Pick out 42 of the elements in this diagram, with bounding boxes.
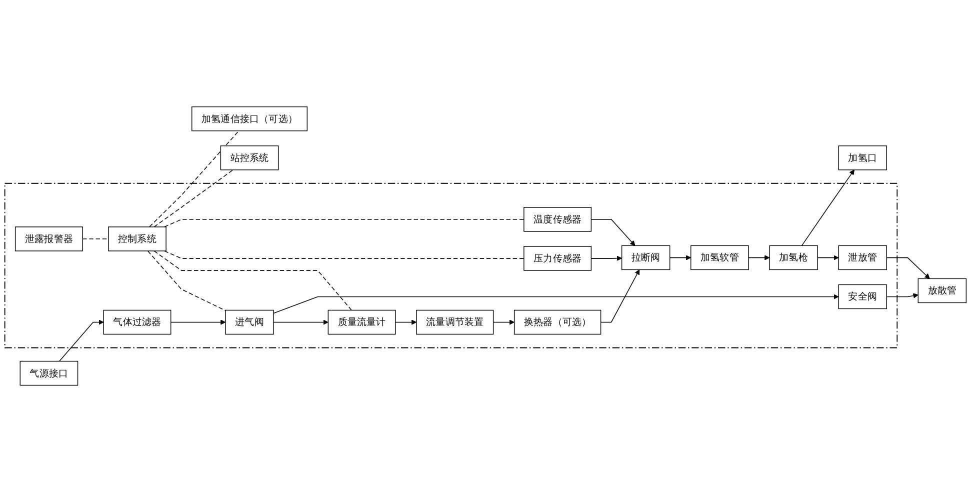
connector	[149, 130, 240, 228]
node-box: 拉断阀	[621, 246, 670, 270]
arrow	[273, 320, 328, 326]
node-box: 加氢软管	[690, 246, 749, 270]
node-box: 换热器（可选）	[514, 310, 602, 336]
node-box: 安全阀	[838, 284, 887, 310]
node-box: 放散管	[918, 278, 967, 304]
arrow	[669, 255, 692, 261]
arrow	[590, 219, 636, 246]
node-box: 质量流量计	[328, 310, 396, 336]
arrow	[801, 170, 854, 246]
arrow	[817, 255, 839, 261]
node-box: 气源接口	[20, 361, 78, 386]
arrow	[170, 320, 226, 326]
node-box: 站控系统	[220, 146, 279, 171]
cluster	[4, 183, 898, 349]
node-box: 泄露报警器	[14, 226, 83, 252]
connector	[147, 250, 226, 312]
arrow	[58, 320, 104, 362]
arrow	[886, 258, 930, 280]
connector	[164, 250, 524, 260]
node-box: 加氢口	[838, 146, 887, 171]
node-box: 压力传感器	[524, 246, 592, 272]
node-box: 加氢枪	[769, 246, 818, 270]
arrow	[886, 294, 918, 299]
node-box: 气体过滤器	[103, 310, 172, 336]
connector	[164, 219, 524, 228]
node-box: 流量调节装置	[416, 310, 494, 336]
node-box: 加氢通信接口（可选）	[192, 106, 308, 132]
node-box: 进气阀	[225, 310, 274, 336]
arrow	[492, 320, 515, 326]
arrow	[600, 270, 640, 324]
connector	[154, 170, 234, 228]
arrow	[395, 320, 417, 326]
arrow	[273, 294, 839, 314]
node-box: 控制系统	[108, 226, 166, 252]
arrow	[590, 256, 622, 262]
connector	[82, 238, 109, 240]
connector	[154, 250, 352, 312]
node-box: 泄放管	[838, 246, 887, 270]
node-box: 温度传感器	[524, 207, 592, 232]
arrow	[748, 255, 770, 261]
